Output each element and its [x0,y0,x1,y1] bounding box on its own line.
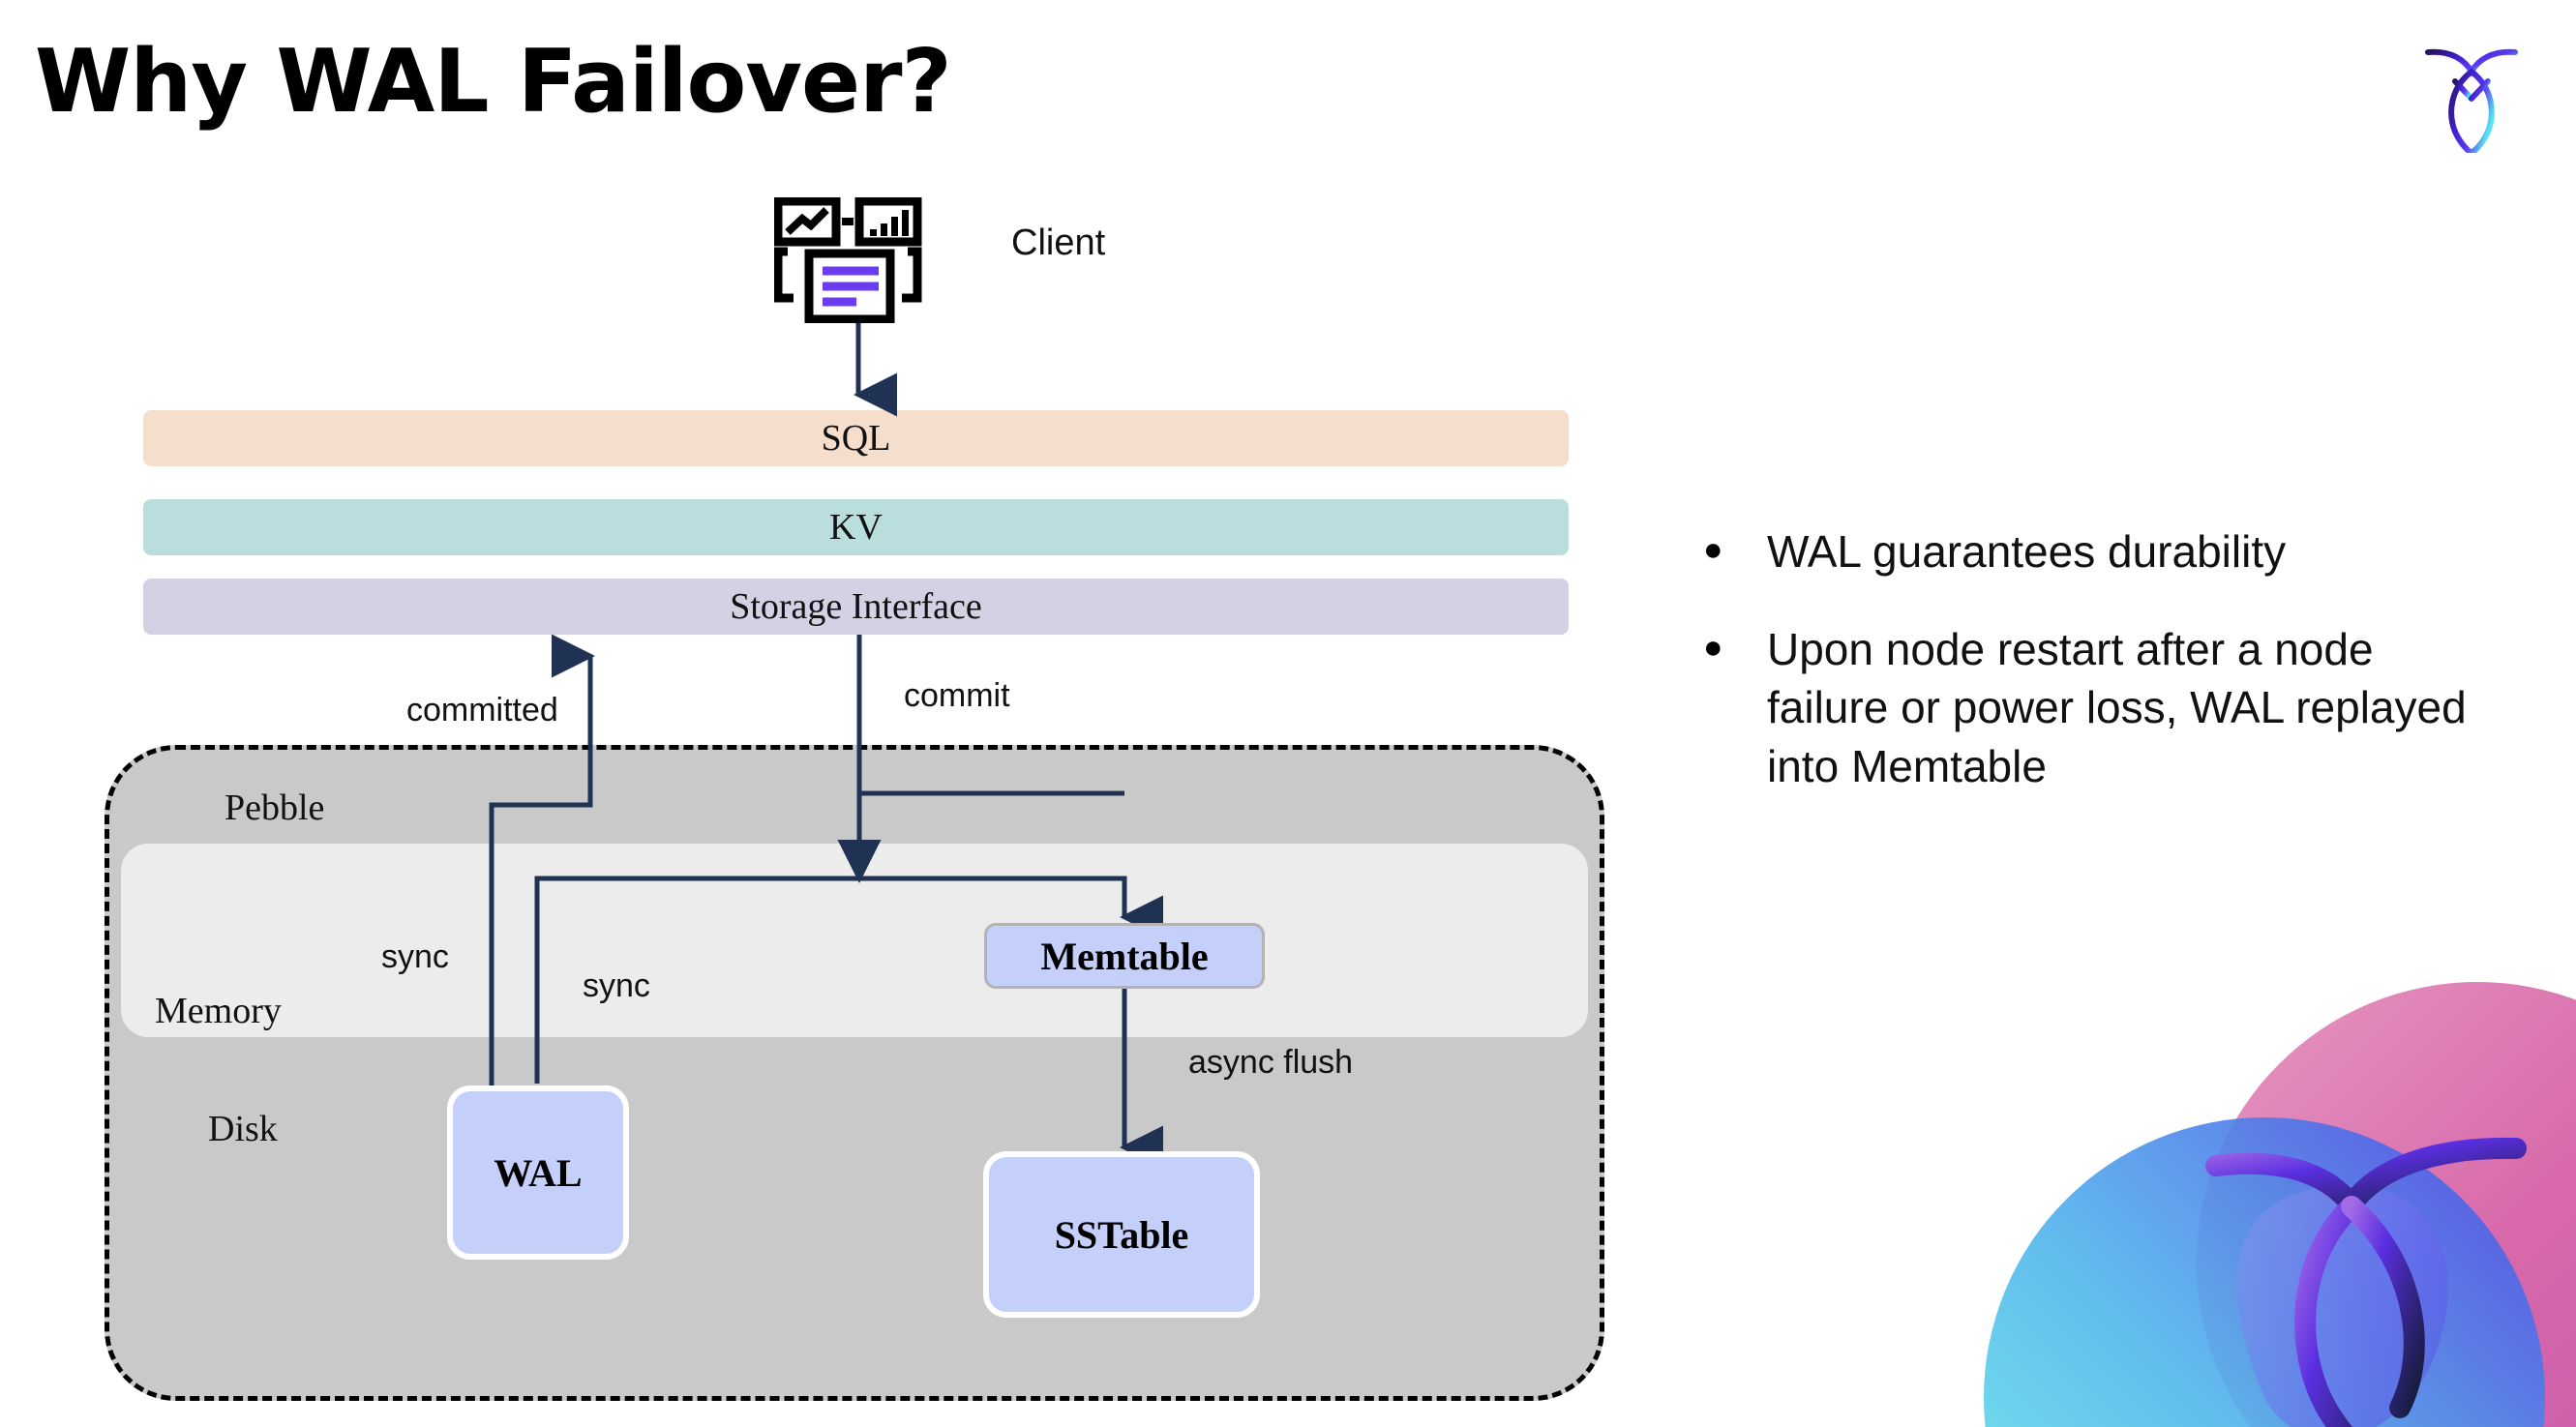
client-dashboard-icon [773,196,929,324]
layer-bar-sql: SQL [143,410,1569,466]
bullet-text: Upon node restart after a node failure o… [1767,623,2467,792]
node-memtable: Memtable [984,923,1265,989]
decorative-cockroach-mark-icon [1974,943,2576,1427]
disk-label: Disk [208,1109,278,1149]
node-sstable: SSTable [983,1151,1260,1318]
bullet-text: WAL guarantees durability [1767,526,2287,577]
client-label: Client [1011,223,1106,263]
edge-label-committed: committed [406,692,558,728]
bullet-marker-icon: ● [1703,628,1723,666]
layer-bar-storage-interface: Storage Interface [143,579,1569,635]
edge-label-async-flush: async flush [1188,1044,1354,1081]
bullet-marker-icon: ● [1703,531,1723,568]
edge-label-sync-2: sync [583,967,650,1004]
list-item: ● WAL guarantees durability [1703,522,2506,581]
node-wal: WAL [447,1085,629,1260]
bullet-list: ● WAL guarantees durability ● Upon node … [1703,522,2506,835]
cockroachdb-logo-icon [2409,27,2534,157]
pebble-label: Pebble [225,788,325,828]
list-item: ● Upon node restart after a node failure… [1703,620,2506,796]
edge-label-commit: commit [904,677,1010,714]
memory-label: Memory [155,991,282,1031]
memory-region [121,844,1588,1037]
layer-bar-kv: KV [143,499,1569,555]
page-title: Why WAL Failover? [35,31,952,133]
edge-label-sync-1: sync [381,938,449,975]
